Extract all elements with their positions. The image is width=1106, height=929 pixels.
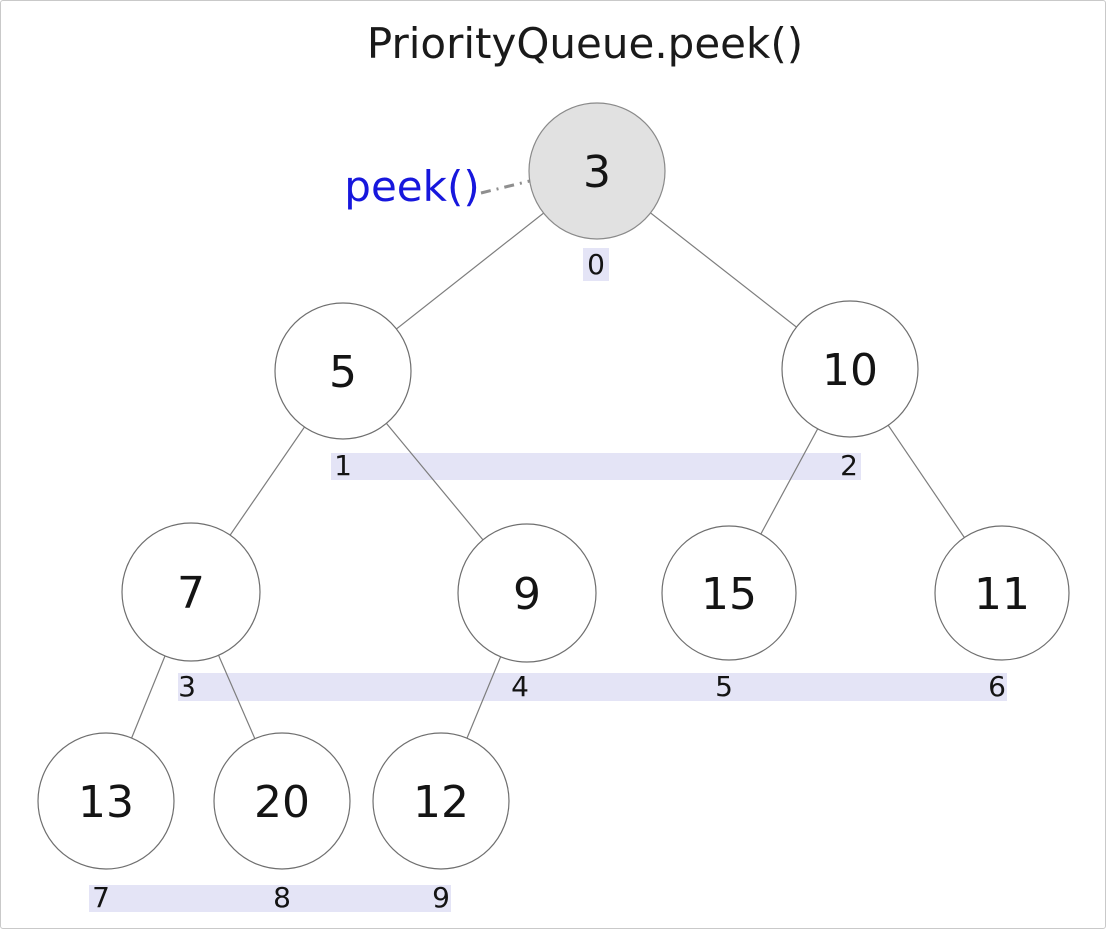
array-index-label: 8 [273, 881, 291, 914]
array-index-label: 2 [840, 449, 858, 482]
heap-node-6: 11 [934, 525, 1070, 661]
heap-node-8: 20 [213, 732, 351, 870]
node-circle [934, 525, 1070, 661]
node-value: 13 [78, 777, 134, 828]
array-index-label: 6 [988, 670, 1006, 703]
array-index-label: 3 [178, 670, 196, 703]
heap-node-2: 10 [781, 300, 919, 438]
node-value: 15 [701, 569, 757, 620]
node-circle-root [528, 102, 666, 240]
node-circle [121, 522, 261, 662]
peek-annotation-label: peek() [344, 162, 479, 211]
array-index-label: 9 [432, 881, 450, 914]
heap-node-7: 13 [37, 732, 175, 870]
array-index-label: 4 [511, 670, 529, 703]
heap-node-0: 3 [528, 102, 666, 240]
node-circle [213, 732, 351, 870]
heap-node-1: 5 [274, 302, 412, 440]
node-circle [274, 302, 412, 440]
array-index-label: 0 [587, 248, 605, 281]
index-band-level-3 [89, 885, 451, 912]
index-band-level-2 [178, 673, 1007, 701]
heap-node-5: 15 [661, 525, 797, 661]
array-index-label: 7 [92, 881, 110, 914]
index-band-level-0 [583, 248, 609, 281]
heap-node-4: 9 [457, 523, 597, 663]
node-value: 3 [583, 147, 611, 198]
node-value: 20 [254, 777, 310, 828]
array-index-label: 1 [334, 449, 352, 482]
node-circle [372, 732, 510, 870]
node-value: 5 [329, 347, 357, 398]
heap-node-3: 7 [121, 522, 261, 662]
array-index-label: 5 [715, 670, 733, 703]
node-circle [457, 523, 597, 663]
node-value: 9 [513, 569, 541, 620]
node-value: 7 [177, 568, 205, 619]
diagram-title: PriorityQueue.peek() [367, 19, 803, 68]
node-circle [37, 732, 175, 870]
node-value: 10 [822, 345, 878, 396]
heap-node-9: 12 [372, 732, 510, 870]
node-circle [781, 300, 919, 438]
node-value: 12 [413, 777, 469, 828]
node-circle [661, 525, 797, 661]
index-band-level-1 [331, 453, 861, 480]
node-value: 11 [974, 569, 1030, 620]
tree-edges [105, 170, 1003, 802]
